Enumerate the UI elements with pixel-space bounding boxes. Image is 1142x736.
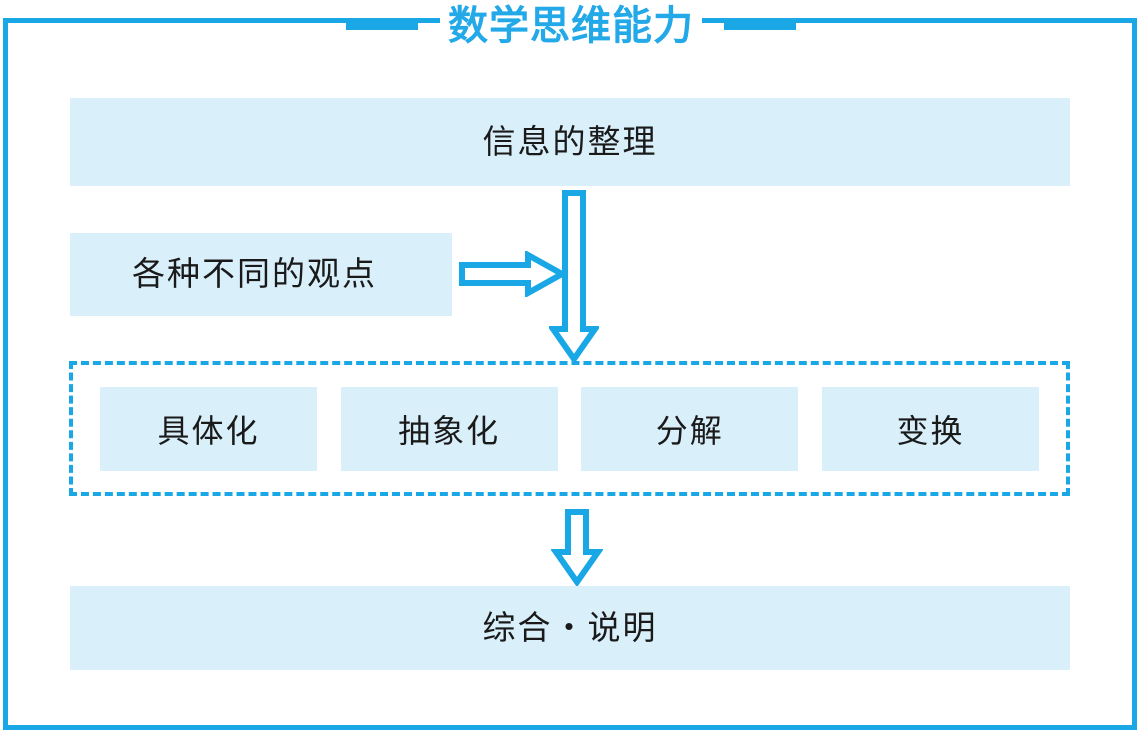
method-box-decompose: 分解 xyxy=(581,386,799,471)
node-synthesis-explanation: 综合・说明 xyxy=(70,586,1070,670)
node-various-viewpoints: 各种不同的观点 xyxy=(70,233,452,316)
node-information-organizing-label: 信息的整理 xyxy=(482,122,658,160)
methods-dashed-group: 具体化 抽象化 分解 变换 xyxy=(69,361,1070,496)
method-box-transform-label: 变换 xyxy=(896,412,965,449)
node-various-viewpoints-label: 各种不同的观点 xyxy=(132,255,377,293)
method-box-concretize: 具体化 xyxy=(100,386,317,471)
arrow-right-icon xyxy=(459,251,566,297)
arrow-down-long-icon xyxy=(549,190,599,365)
methods-row: 具体化 抽象化 分解 变换 xyxy=(73,365,1066,492)
node-information-organizing: 信息的整理 xyxy=(70,98,1070,186)
method-box-transform: 变换 xyxy=(821,386,1039,471)
method-box-concretize-label: 具体化 xyxy=(157,412,260,449)
arrow-down-short-icon xyxy=(551,509,603,588)
node-synthesis-explanation-label: 综合・说明 xyxy=(482,608,658,646)
method-box-abstract-label: 抽象化 xyxy=(398,412,501,449)
method-box-decompose-label: 分解 xyxy=(655,412,724,449)
method-box-abstract: 抽象化 xyxy=(340,386,558,471)
